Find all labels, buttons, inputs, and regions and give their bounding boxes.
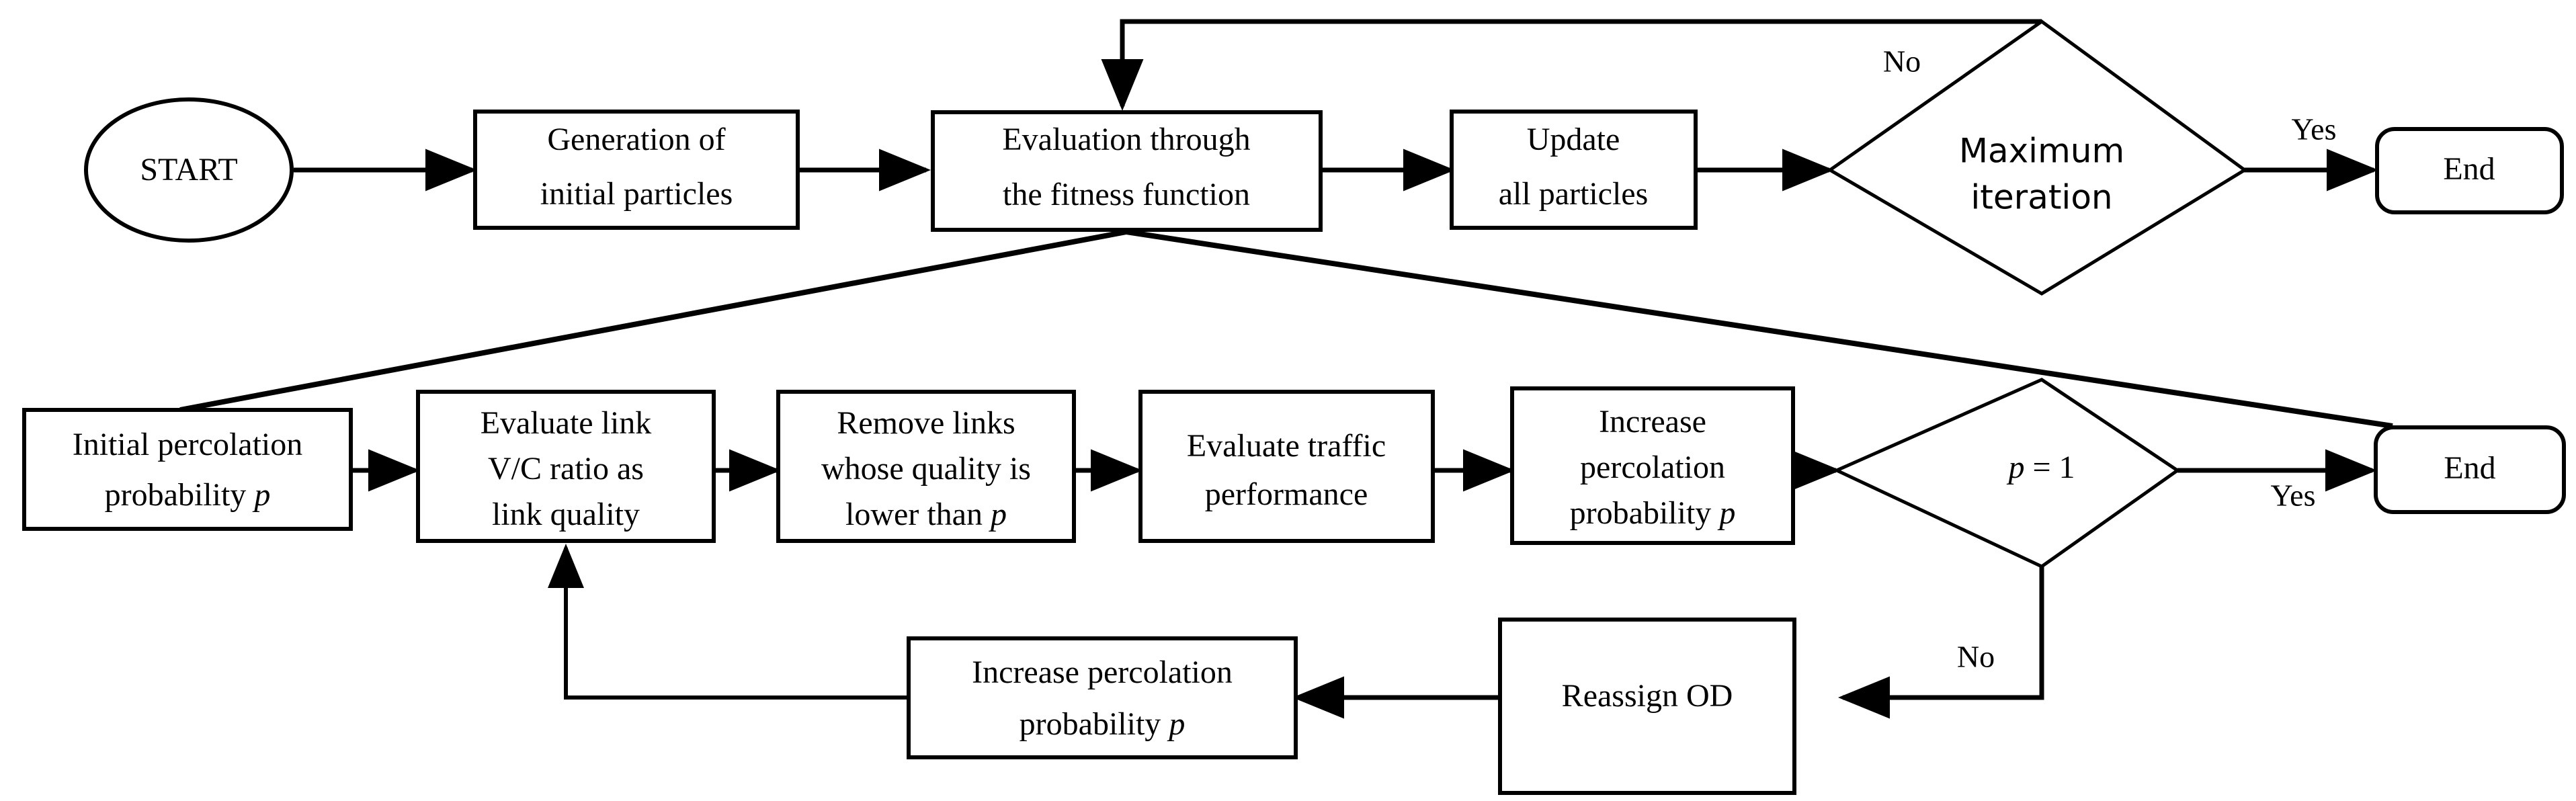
edge-increasep-bottom-to-evaluatevc — [548, 544, 907, 700]
node-evaluate-traffic[interactable] — [1138, 390, 1435, 543]
node-start-label: START — [140, 152, 237, 187]
node-reassign-od[interactable] — [1498, 618, 1796, 795]
edge-expand-right-diagonal — [1126, 229, 2393, 429]
edge-label-pequalsone-no: No — [1957, 640, 1995, 674]
node-evaluate-traffic-line1: Evaluate traffic — [1187, 428, 1386, 464]
edge-maxiteration-no-feedback — [1101, 19, 2042, 111]
node-max-iteration[interactable] — [1827, 19, 2248, 296]
node-generation-line1: Generation of — [547, 122, 725, 157]
node-increase-p-bottom-line1: Increase percolation — [972, 655, 1233, 690]
node-max-iteration-line2: iteration — [1970, 178, 2112, 217]
node-increase-p-bottom[interactable] — [907, 636, 1298, 759]
node-reassign-od-label: Reassign OD — [1562, 678, 1733, 714]
node-remove-links[interactable] — [776, 390, 1076, 543]
node-end-bottom[interactable] — [2374, 425, 2566, 514]
node-update-line2: all particles — [1499, 176, 1649, 212]
edge-label-maxiteration-yes: Yes — [2292, 112, 2337, 146]
node-remove-links-line2: whose quality is — [821, 451, 1031, 487]
node-evaluate-traffic-line2: performance — [1205, 476, 1368, 512]
node-evaluate-vc[interactable] — [416, 390, 716, 543]
node-end-bottom-label: End — [2444, 450, 2495, 486]
node-start[interactable] — [84, 97, 294, 243]
node-max-iteration-line1: Maximum — [1959, 132, 2124, 171]
edge-label-maxiteration-no: No — [1883, 44, 1921, 79]
node-evaluation-line2: the fitness function — [1003, 177, 1250, 212]
node-p-equals-one[interactable] — [1832, 378, 2181, 568]
edge-pequalsone-no-to-reassign — [1838, 566, 2044, 719]
node-increase-p-right-line3: probability p — [1570, 495, 1736, 531]
node-update-line1: Update — [1527, 122, 1620, 157]
node-increase-p-bottom-line2: probability p — [1020, 706, 1186, 742]
node-end-top[interactable] — [2375, 127, 2564, 214]
node-evaluate-vc-line2: V/C ratio as — [488, 451, 644, 487]
edge-expand-left-diagonal — [179, 229, 1127, 413]
node-generation-line2: initial particles — [540, 176, 733, 212]
node-increase-p-right[interactable] — [1510, 386, 1795, 545]
node-initial-p-line2: probability p — [105, 477, 271, 513]
node-evaluate-vc-line1: Evaluate link — [481, 405, 652, 441]
node-update[interactable] — [1450, 110, 1698, 230]
node-evaluate-vc-line3: link quality — [492, 497, 640, 532]
node-initial-p[interactable] — [22, 408, 353, 531]
node-increase-p-right-line1: Increase — [1599, 404, 1706, 439]
node-generation[interactable] — [473, 110, 800, 230]
node-initial-p-line1: Initial percolation — [73, 427, 303, 462]
edge-label-pequalsone-yes: Yes — [2271, 478, 2316, 513]
node-evaluation-line1: Evaluation through — [1002, 122, 1250, 157]
node-evaluation[interactable] — [931, 110, 1323, 232]
node-remove-links-line1: Remove links — [837, 405, 1015, 441]
node-remove-links-line3: lower than p — [845, 497, 1007, 532]
node-end-top-label: End — [2443, 151, 2495, 187]
node-increase-p-right-line2: percolation — [1580, 450, 1725, 485]
node-p-equals-one-label: p = 1 — [2006, 450, 2075, 485]
